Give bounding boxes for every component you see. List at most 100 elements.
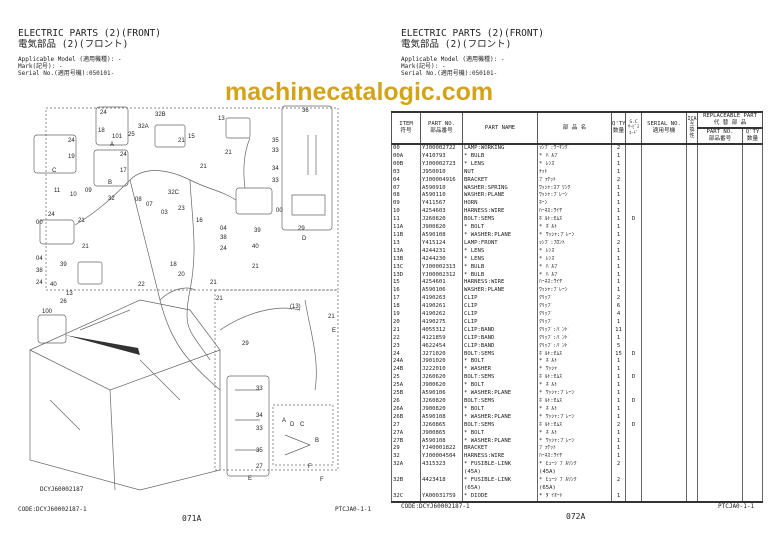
cell-service-code — [625, 445, 642, 454]
left-page-number: 071A — [182, 514, 202, 523]
cell-service-code — [625, 208, 642, 217]
cell-qty: 1 — [611, 334, 626, 343]
cell-service-code: D — [625, 421, 642, 430]
callout-label: 29 — [242, 341, 249, 347]
cell-service-code — [625, 271, 642, 280]
cell-service-code — [625, 200, 642, 209]
cell-part-name: * WASHER:PLANE — [462, 413, 538, 422]
cell-service-code — [625, 231, 642, 240]
cell-empty — [641, 461, 687, 470]
callout-label: 34 — [256, 413, 263, 419]
cell-qty: 2 — [611, 421, 626, 430]
cell-part-name: CLIP — [462, 295, 538, 304]
right-page-number: 072A — [566, 512, 586, 521]
cell-empty — [741, 184, 764, 193]
cell-qty: 1 — [611, 429, 626, 438]
cell-empty — [686, 192, 698, 201]
cell-qty — [611, 484, 626, 493]
cell-item: 13A — [391, 247, 421, 256]
cell-item: 32B — [391, 477, 421, 485]
cell-part-name: CLIP — [462, 318, 538, 327]
diagram-code: DCYJ60002187 — [40, 486, 84, 493]
callout-label: 29 — [298, 226, 305, 232]
table-row: (65A)(65A) — [391, 484, 764, 493]
cell-qty — [611, 469, 626, 478]
header-replaceable: REPLACEABLE PART 代 替 部 品 — [696, 111, 764, 129]
right-applicable-model: Applicable Model (適用機種): - — [401, 56, 505, 63]
callout-label: 21 — [200, 164, 207, 170]
cell-qty: 2 — [611, 144, 626, 153]
cell-part-name-jp: ﾗﾝﾌﾟ:ﾜｰｷﾝｸﾞ — [537, 144, 612, 153]
cell-part-name: * LENS — [462, 247, 538, 256]
cell-part-no: J900865 — [420, 429, 463, 438]
callout-label: 18 — [98, 128, 105, 134]
cell-service-code — [625, 390, 642, 398]
cell-part-no: J260820 — [420, 398, 463, 406]
cell-part-no: A590108 — [420, 231, 463, 240]
cell-service-code — [625, 176, 642, 185]
cell-part-name-jp: * ﾜｯｼｬ:ﾌﾟﾚｰﾝ — [537, 390, 612, 398]
cell-qty: 2 — [611, 239, 626, 248]
cell-empty — [641, 492, 687, 503]
cell-empty — [686, 421, 698, 430]
cell-part-name-jp: * ﾜｯｼｬ:ﾌﾟﾚｰﾝ — [537, 413, 612, 422]
cell-empty — [641, 303, 687, 312]
cell-part-name: CLIP:BAND — [462, 334, 538, 343]
cell-empty — [686, 492, 698, 503]
callout-label: 11 — [54, 188, 61, 194]
cell-part-name-jp: ﾗﾝﾌﾟ:ﾌﾛﾝﾄ — [537, 239, 612, 248]
cell-part-no: YJ00002722 — [420, 144, 463, 153]
cell-empty — [686, 247, 698, 256]
cell-empty — [686, 358, 698, 367]
cell-empty — [686, 208, 698, 217]
callout-label: 19 — [68, 154, 75, 160]
cell-empty — [741, 216, 764, 225]
cell-empty — [641, 398, 687, 406]
cell-part-name-jp: ﾊｰﾈｽ:ﾜｲﾔ — [537, 453, 612, 462]
callout-label: C — [300, 422, 305, 428]
cell-qty: 1 — [611, 318, 626, 327]
cell-empty — [697, 184, 743, 193]
cell-empty — [686, 152, 698, 161]
cell-part-name-jp: * ﾊﾞﾙﾌﾞ — [537, 263, 612, 272]
cell-empty — [697, 279, 743, 288]
cell-service-code — [625, 168, 642, 177]
cell-item: 26 — [391, 398, 421, 406]
cell-empty — [741, 311, 764, 319]
cell-empty — [641, 350, 687, 359]
cell-qty: 1 — [611, 224, 626, 232]
cell-empty — [641, 231, 687, 240]
cell-empty — [741, 382, 764, 391]
cell-qty: 1 — [611, 405, 626, 414]
cell-qty: 1 — [611, 263, 626, 272]
cell-empty — [686, 184, 698, 193]
cell-empty — [641, 200, 687, 209]
cell-service-code — [625, 318, 642, 327]
cell-part-no: Y410793 — [420, 152, 463, 161]
cell-empty — [697, 295, 743, 304]
cell-empty — [741, 144, 764, 153]
cell-part-name-jp: * ﾚﾝｽﾞ — [537, 160, 612, 169]
callout-label: 15 — [188, 134, 195, 140]
cell-empty — [697, 477, 743, 485]
cell-qty: 5 — [611, 342, 626, 351]
cell-item: 11A — [391, 224, 421, 232]
cell-empty — [686, 271, 698, 280]
cell-part-name: * BOLT — [462, 405, 538, 414]
cell-service-code — [625, 279, 642, 288]
cell-item: 32A — [391, 461, 421, 470]
cell-part-name-jp: ﾊｰﾈｽ:ﾜｲﾔ — [537, 208, 612, 217]
cell-empty — [641, 390, 687, 398]
cell-item: 20 — [391, 318, 421, 327]
cell-empty — [641, 295, 687, 304]
cell-empty — [697, 398, 743, 406]
cell-service-code — [625, 469, 642, 478]
cell-empty — [741, 437, 764, 446]
